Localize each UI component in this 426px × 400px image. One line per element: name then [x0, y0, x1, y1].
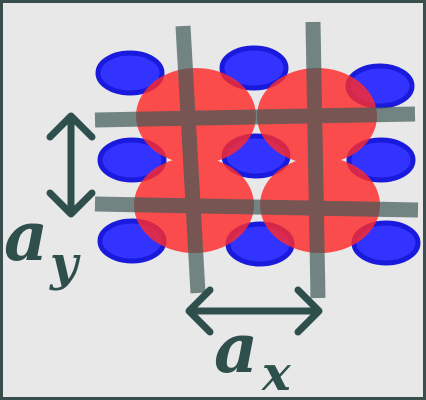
grid-line-horizontal [94, 196, 419, 218]
blue-site [97, 137, 167, 183]
lattice-grid [94, 21, 419, 299]
grid-line-horizontal [94, 106, 416, 128]
ax-subscript: x [261, 346, 292, 400]
ay-label: a [4, 197, 48, 277]
grid-line-vertical [175, 25, 206, 294]
ay-double-arrow [46, 112, 96, 218]
ay-subscript: y [49, 236, 81, 292]
blue-site [219, 45, 289, 91]
ax-double-arrow [185, 286, 323, 336]
blue-site [95, 50, 165, 96]
ax-label: a [214, 309, 258, 389]
blue-site [346, 137, 416, 183]
grid-line-vertical [305, 21, 326, 299]
